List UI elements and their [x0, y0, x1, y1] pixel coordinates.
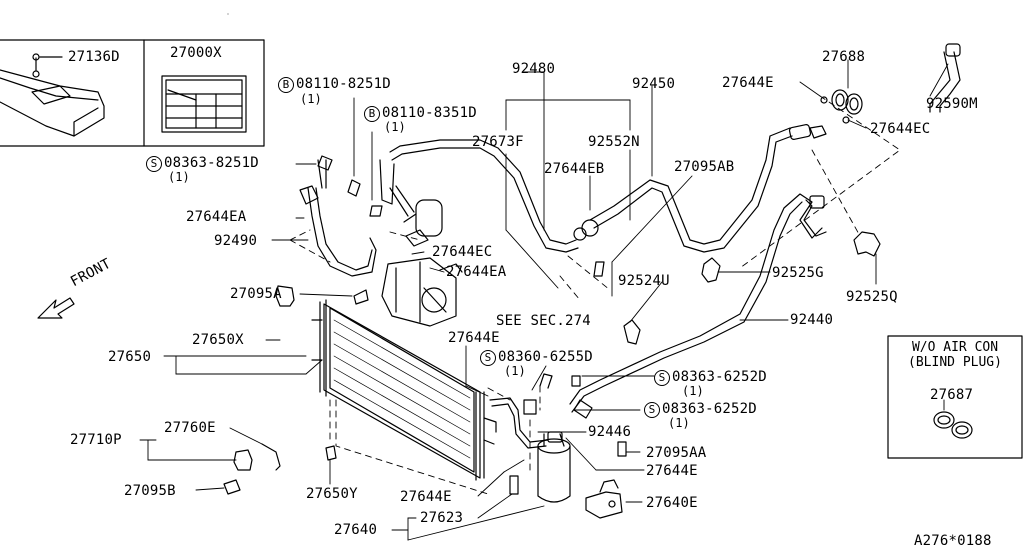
part-27644E-top: 27644E [722, 75, 774, 91]
part-92525Q: 92525Q [846, 289, 898, 305]
bolt-s4-qty: (1) [668, 416, 690, 430]
pipe-92440 [569, 193, 827, 419]
bolt-s2-code: 08360-6255D [498, 349, 593, 365]
compressor [381, 257, 463, 327]
hood-bracket-detail [0, 53, 105, 137]
part-92552N: 92552N [588, 134, 640, 150]
condenser-bracket [233, 285, 295, 471]
part-27644EC-mid: 27644EC [432, 244, 493, 260]
bolt-s4-prefix: S [644, 402, 660, 418]
bolt-b1-code: 08110-8251D [296, 76, 391, 92]
guide-lines [289, 95, 901, 495]
bolt-s4-code: 08363-6252D [662, 401, 757, 417]
part-92490: 92490 [214, 233, 258, 249]
bolt-b2-code: 08110-8351D [382, 105, 477, 121]
detail-inset-frame [0, 39, 265, 147]
part-27644E-mid: 27644E [448, 330, 500, 346]
part-27623: 27623 [420, 510, 464, 526]
bolt-s2-qty: (1) [504, 364, 526, 378]
part-27644EA-mid: 27644EA [446, 264, 507, 280]
part-27095AB: 27095AB [674, 159, 735, 175]
bolt-s1-code: 08363-8251D [164, 155, 259, 171]
part-92450: 92450 [632, 76, 676, 92]
bolt-s3-qty: (1) [682, 384, 704, 398]
part-27136D: 27136D [68, 49, 120, 65]
leader-lines [139, 13, 949, 541]
part-92525G: 92525G [772, 265, 824, 281]
bolt-s1-qty: (1) [168, 170, 190, 184]
part-27644E-lower: 27644E [646, 463, 698, 479]
blind-plug-inset-title: W/O AIR CON [911, 340, 999, 355]
part-92446: 92446 [588, 424, 632, 440]
part-27095B: 27095B [124, 483, 176, 499]
front-arrow [37, 297, 75, 319]
pipe-92450 [573, 124, 827, 253]
part-27673F: 27673F [472, 134, 524, 150]
part-27644E-bottom: 27644E [400, 489, 452, 505]
condenser [311, 299, 497, 481]
dryer-bracket [585, 479, 623, 519]
ac-label-plate [161, 75, 247, 133]
see-section-ref: SEE SEC.274 [496, 313, 591, 329]
small-bolts [223, 155, 627, 495]
receiver-block [403, 199, 443, 247]
blind-plug-rings [933, 411, 973, 439]
bolt-b1-prefix: B [278, 77, 294, 93]
part-27688: 27688 [822, 49, 866, 65]
part-92480: 92480 [512, 61, 556, 77]
part-27095A: 27095A [230, 286, 282, 302]
part-27644EC-top: 27644EC [870, 121, 931, 137]
part-27687: 27687 [930, 387, 974, 403]
bolt-b2-prefix: B [364, 106, 380, 122]
part-27000X: 27000X [170, 45, 222, 61]
part-27650X: 27650X [192, 332, 244, 348]
part-27650Y: 27650Y [306, 486, 358, 502]
part-27640E: 27640E [646, 495, 698, 511]
o-rings [820, 89, 863, 124]
part-27095AA: 27095AA [646, 445, 707, 461]
bolt-b2-qty: (1) [384, 120, 406, 134]
bolt-s3-code: 08363-6252D [672, 369, 767, 385]
hose-92490 [299, 159, 377, 277]
part-27710P: 27710P [70, 432, 122, 448]
blind-plug-inset-subtitle: (BLIND PLUG) [908, 355, 1002, 370]
receiver-dryer [537, 431, 571, 503]
hose-92446 [489, 373, 553, 449]
bolt-s2-prefix: S [480, 350, 496, 366]
bolt-s1-prefix: S [146, 156, 162, 172]
part-92524U: 92524U [618, 273, 670, 289]
blind-plug-inset-frame [887, 335, 1023, 459]
part-27644EA-left: 27644EA [186, 209, 247, 225]
catalog-code: A276*0188 [914, 533, 992, 549]
bolt-b1-qty: (1) [300, 92, 322, 106]
hose-92590M [929, 43, 961, 113]
part-27760E: 27760E [164, 420, 216, 436]
part-27644EB: 27644EB [544, 161, 605, 177]
bolt-s3-prefix: S [654, 370, 670, 386]
part-27640: 27640 [334, 522, 378, 538]
part-92440: 92440 [790, 312, 834, 328]
pipe-92480 [379, 139, 579, 253]
part-27650: 27650 [108, 349, 152, 365]
part-92590M: 92590M [926, 96, 978, 112]
